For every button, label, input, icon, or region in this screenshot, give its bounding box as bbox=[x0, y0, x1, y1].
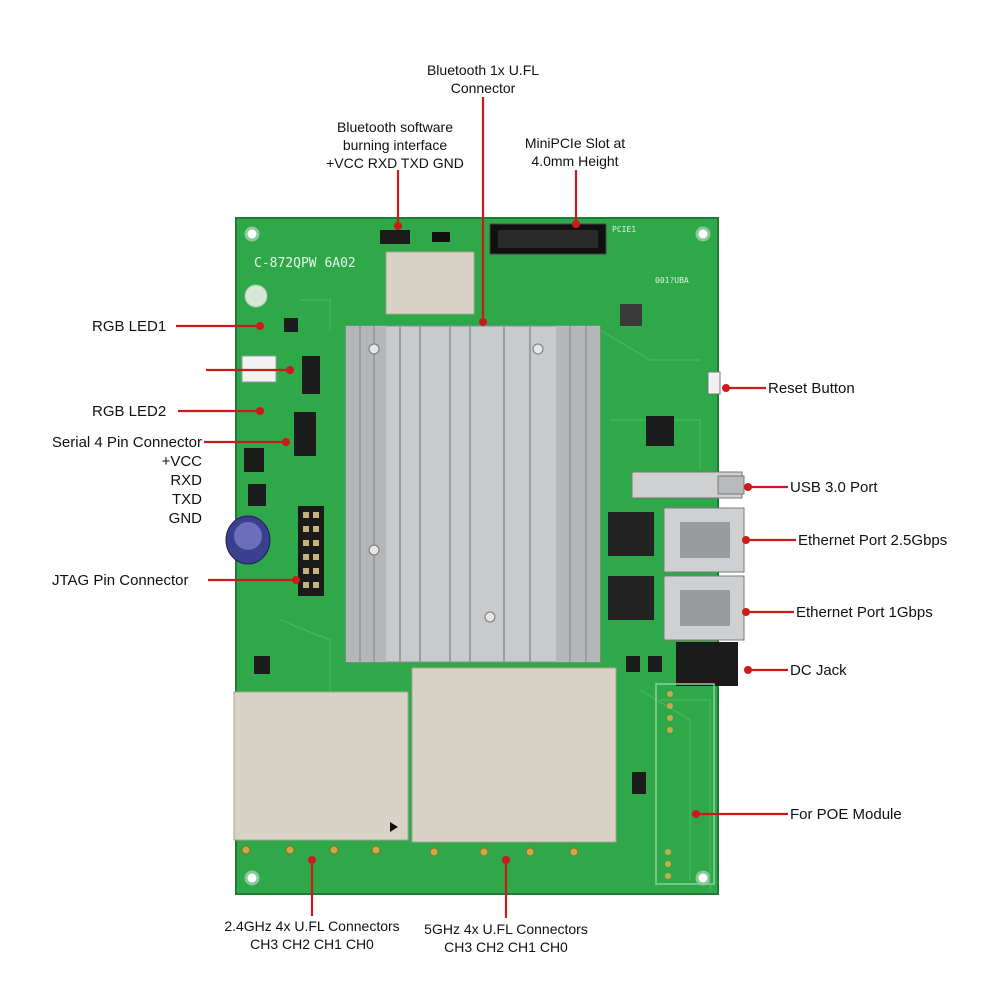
label-rgb-led2: RGB LED2 bbox=[92, 403, 167, 420]
component bbox=[632, 772, 646, 794]
mounting-hole bbox=[695, 870, 711, 886]
bluetooth-burn-header bbox=[380, 230, 410, 244]
rgb-led1-component bbox=[284, 318, 298, 332]
label-line: Connector bbox=[450, 80, 516, 96]
serial-header bbox=[294, 412, 316, 456]
label-line: Serial 4 Pin Connector bbox=[51, 434, 202, 451]
radio-shield-5ghz bbox=[411, 667, 617, 843]
ethernet-port-2-5g-opening bbox=[680, 522, 730, 558]
silkscreen-code: 001?UBA bbox=[655, 276, 689, 285]
label-line: GND bbox=[168, 510, 202, 527]
label-usb-port: USB 3.0 Port bbox=[790, 479, 878, 496]
label-minipcie: MiniPCIe Slot at 4.0mm Height bbox=[500, 134, 650, 170]
silkscreen-model: C-872QPW 6A02 bbox=[254, 256, 356, 271]
label-line: TXD bbox=[172, 491, 202, 508]
label-bluetooth-burn-interface: Bluetooth software burning interface +VC… bbox=[310, 118, 480, 172]
ethernet-magnetics bbox=[608, 512, 654, 556]
radio-shield-2-4ghz bbox=[233, 691, 409, 841]
label-line: 2.4GHz 4x U.FL Connectors bbox=[224, 918, 400, 934]
component bbox=[254, 656, 270, 674]
capacitor-top bbox=[234, 522, 262, 550]
jtag-pins bbox=[303, 512, 319, 588]
minipcie-slot-contacts bbox=[498, 230, 598, 248]
label-line: 5GHz 4x U.FL Connectors bbox=[424, 921, 588, 937]
dc-jack bbox=[676, 642, 738, 686]
jtag-header bbox=[298, 506, 324, 596]
mounting-hole bbox=[244, 226, 260, 242]
poe-module-area bbox=[655, 683, 715, 885]
component bbox=[646, 416, 674, 446]
label-bluetooth-ufl: Bluetooth 1x U.FL Connector bbox=[398, 61, 568, 97]
leader-lines bbox=[176, 97, 796, 918]
bluetooth-module-shield bbox=[385, 251, 475, 315]
arrow-marker-icon bbox=[390, 822, 398, 832]
mounting-hole bbox=[695, 226, 711, 242]
label-line: 4.0mm Height bbox=[531, 153, 619, 169]
component bbox=[248, 484, 266, 506]
pcie-label: PCIE1 bbox=[612, 225, 636, 234]
label-ethernet-2-5g: Ethernet Port 2.5Gbps bbox=[798, 532, 948, 549]
component bbox=[626, 656, 640, 672]
component bbox=[302, 356, 320, 394]
component bbox=[648, 656, 662, 672]
label-line: +VCC bbox=[161, 453, 202, 470]
label-ufl-5ghz: 5GHz 4x U.FL Connectors CH3 CH2 CH1 CH0 bbox=[406, 920, 606, 956]
mounting-hole bbox=[244, 870, 260, 886]
component bbox=[244, 448, 264, 472]
ethernet-port-2-5g bbox=[663, 507, 745, 573]
usb-port-end bbox=[717, 475, 745, 495]
label-line: burning interface bbox=[342, 137, 448, 153]
ethernet-magnetics bbox=[608, 576, 654, 620]
label-line: Bluetooth software bbox=[337, 119, 453, 135]
label-jtag: JTAG Pin Connector bbox=[52, 572, 189, 589]
label-serial-connector: Serial 4 Pin Connector +VCC RXD TXD GND bbox=[20, 433, 202, 528]
ufl-connectors-2-4ghz bbox=[241, 845, 381, 855]
label-poe-module: For POE Module bbox=[790, 806, 902, 823]
component bbox=[620, 304, 642, 326]
label-line: RXD bbox=[170, 472, 202, 489]
label-ethernet-1g: Ethernet Port 1Gbps bbox=[796, 604, 933, 621]
ethernet-port-1g-opening bbox=[680, 590, 730, 626]
heatsink bbox=[345, 325, 601, 663]
pad bbox=[244, 284, 268, 308]
label-line: MiniPCIe Slot at bbox=[524, 135, 626, 151]
label-line: Bluetooth 1x U.FL bbox=[426, 62, 540, 78]
leader-dots bbox=[256, 220, 752, 864]
label-reset-button: Reset Button bbox=[768, 380, 855, 397]
label-line: CH3 CH2 CH1 CH0 bbox=[444, 939, 568, 955]
reset-button bbox=[707, 371, 721, 395]
label-line: CH3 CH2 CH1 CH0 bbox=[250, 936, 374, 952]
poe-pins bbox=[665, 691, 673, 879]
ufl-connectors-5ghz bbox=[429, 847, 579, 857]
label-rgb-led1: RGB LED1 bbox=[92, 318, 167, 335]
label-ufl-2-4ghz: 2.4GHz 4x U.FL Connectors CH3 CH2 CH1 CH… bbox=[206, 917, 418, 953]
component bbox=[432, 232, 450, 242]
label-line: +VCC RXD TXD GND bbox=[326, 155, 464, 171]
label-dc-jack: DC Jack bbox=[790, 662, 847, 679]
